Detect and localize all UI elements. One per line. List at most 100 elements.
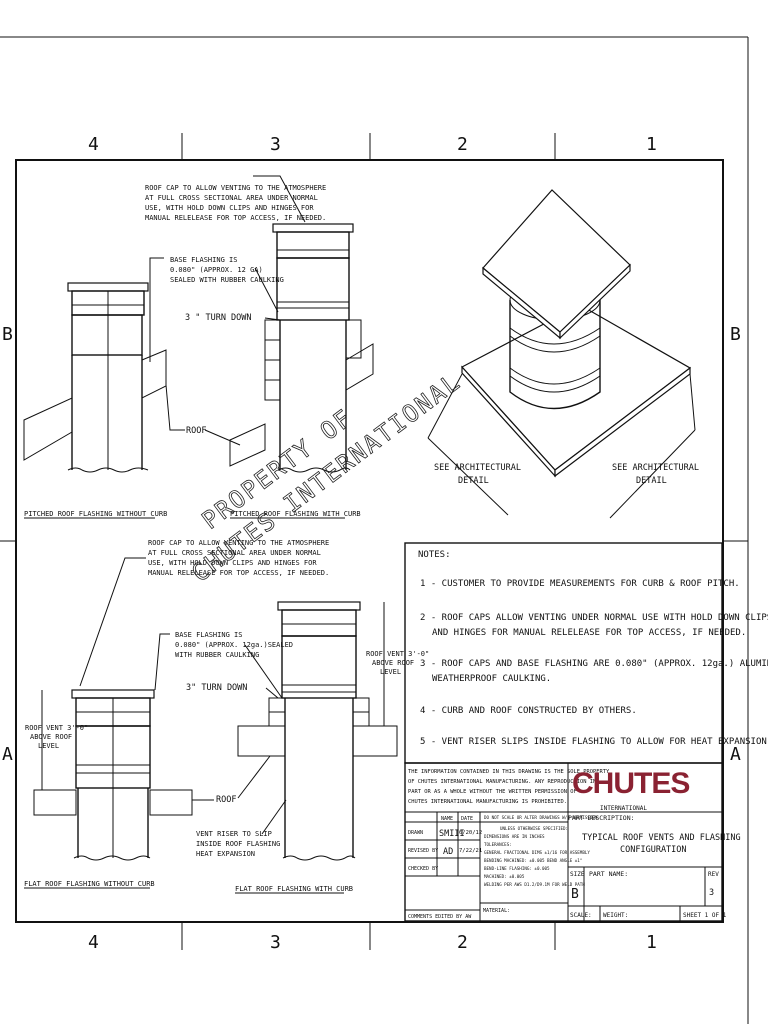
svg-text:ROOF VENT 3'-0": ROOF VENT 3'-0": [366, 650, 429, 658]
zone-col-2-top: 2: [457, 134, 468, 155]
svg-text:ROOF: ROOF: [186, 426, 206, 436]
zone-col-4-bottom: 4: [88, 932, 99, 953]
bottom-base-flashing-note: BASE FLASHING IS 0.080" (APPROX. 12ga.)S…: [154, 631, 293, 699]
bottom-turn-down-note: 3" TURN DOWN: [186, 683, 279, 699]
svg-text:3 " TURN DOWN: 3 " TURN DOWN: [185, 313, 252, 323]
revised-name: AD: [443, 847, 453, 857]
svg-text:CHUTES INTERNATIONAL MANUFACTU: CHUTES INTERNATIONAL MANUFACTURING IS PR…: [408, 799, 567, 805]
svg-text:WELDING PER AWS D1.2/D9.1M FOR: WELDING PER AWS D1.2/D9.1M FOR WELD PATH: [484, 882, 585, 887]
note-4: 4 - CURB AND ROOF CONSTRUCTED BY OTHERS.: [420, 706, 637, 716]
material-label: MATERIAL:: [483, 908, 510, 914]
part-description-line2: CONFIGURATION: [620, 845, 687, 855]
svg-text:BENDING MACHINED: ±0.005 BEND: BENDING MACHINED: ±0.005 BEND ANGLE ±1°: [484, 858, 582, 863]
flat-without-curb-title: FLAT ROOF FLASHING WITHOUT CURB: [24, 880, 155, 888]
pitched-roof-with-curb-detail: PITCHED ROOF FLASHING WITH CURB: [229, 223, 374, 519]
svg-text:TOLERANCES:: TOLERANCES:: [484, 842, 512, 847]
bottom-roof-note: ROOF: [192, 755, 271, 805]
svg-text:0.080" (APPROX. 12 GA): 0.080" (APPROX. 12 GA): [170, 266, 263, 274]
size-value: B: [571, 887, 579, 902]
svg-text:GENERAL FRACTIONAL DIMS ±1/16: GENERAL FRACTIONAL DIMS ±1/16 FOR ASSEMB…: [484, 850, 590, 855]
drawn-label: DRAWN: [408, 830, 423, 836]
svg-text:WITH RUBBER CAULKING: WITH RUBBER CAULKING: [175, 651, 259, 659]
rev-value: 3: [709, 888, 714, 898]
note-1: 1 - CUSTOMER TO PROVIDE MEASUREMENTS FOR…: [420, 579, 740, 589]
col-name-header: NAME: [441, 816, 453, 822]
svg-text:SEALED WITH RUBBER CAULKING: SEALED WITH RUBBER CAULKING: [170, 276, 284, 284]
svg-text:ROOF: ROOF: [216, 795, 236, 805]
svg-text:SEE ARCHITECTURAL: SEE ARCHITECTURAL: [612, 463, 699, 473]
svg-text:3" TURN DOWN: 3" TURN DOWN: [186, 683, 247, 693]
zone-dividers: [0, 133, 748, 950]
top-roof-note: ROOF: [165, 384, 241, 446]
zone-labels: 4 3 2 1 4 3 2 1 B B A A: [2, 134, 741, 953]
col-date-header: DATE: [461, 816, 473, 822]
svg-text:DETAIL: DETAIL: [636, 476, 667, 486]
scale-label: SCALE:: [570, 912, 592, 919]
drawn-name: SMIII: [439, 829, 465, 839]
notes-title: NOTES:: [418, 550, 451, 560]
zone-row-a-left: A: [2, 744, 13, 765]
flat-roof-with-curb-detail: FLAT ROOF FLASHING WITH CURB: [235, 601, 398, 894]
size-label: SIZE: [570, 871, 585, 878]
tolerance-notes: UNLESS OTHERWISE SPECIFIED: DIMENSIONS A…: [484, 826, 590, 887]
top-turn-down-note: 3 " TURN DOWN: [185, 313, 281, 323]
vent-riser-note: VENT RISER TO SLIP INSIDE ROOF FLASHING …: [196, 799, 287, 858]
zone-row-b-right: B: [730, 324, 741, 345]
svg-text:OF CHUTES INTERNATIONAL MANUFA: OF CHUTES INTERNATIONAL MANUFACTURING. A…: [408, 779, 596, 785]
footer-comment: COMMENTS EDITED BY AW: [408, 914, 472, 920]
company-logo: CHUTES INTERNATIONAL: [572, 767, 690, 812]
bottom-roof-cap-note: ROOF CAP TO ALLOW VENTING TO THE ATMOSPH…: [79, 539, 329, 687]
svg-text:BASE FLASHING IS: BASE FLASHING IS: [175, 631, 242, 639]
flat-with-curb-title: FLAT ROOF FLASHING WITH CURB: [235, 885, 353, 893]
zone-col-3-bottom: 3: [270, 932, 281, 953]
svg-text:LEVEL: LEVEL: [380, 668, 401, 676]
pitched-with-curb-title: PITCHED ROOF FLASHING WITH CURB: [230, 510, 361, 518]
svg-text:MANUAL RELELEASE FOR TOP ACCES: MANUAL RELELEASE FOR TOP ACCESS, IF NEED…: [145, 214, 326, 222]
zone-col-1-top: 1: [646, 134, 657, 155]
svg-text:UNLESS OTHERWISE SPECIFIED:: UNLESS OTHERWISE SPECIFIED:: [500, 826, 568, 831]
roof-vent-left-note: ROOF VENT 3'-0" ABOVE ROOF LEVEL: [25, 724, 88, 750]
svg-text:ABOVE ROOF: ABOVE ROOF: [30, 733, 72, 741]
top-roof-cap-note: ROOF CAP TO ALLOW VENTING TO THE ATMOSPH…: [145, 175, 326, 223]
svg-text:THE INFORMATION CONTAINED IN T: THE INFORMATION CONTAINED IN THIS DRAWIN…: [408, 769, 610, 775]
svg-text:AT FULL CROSS SECTIONAL AREA U: AT FULL CROSS SECTIONAL AREA UNDER NORMA…: [148, 549, 321, 557]
svg-text:VENT RISER TO SLIP: VENT RISER TO SLIP: [196, 830, 272, 838]
tolerance-header: DO NOT SCALE OR ALTER DRAWINGS W/O PERMI…: [484, 815, 598, 820]
zone-col-4-top: 4: [88, 134, 99, 155]
zone-row-a-right: A: [730, 744, 741, 765]
zone-col-3-top: 3: [270, 134, 281, 155]
proprietary-statement: THE INFORMATION CONTAINED IN THIS DRAWIN…: [408, 769, 610, 805]
svg-text:BEND-LINE FLASHING: ±0.005: BEND-LINE FLASHING: ±0.005: [484, 866, 550, 871]
flat-roof-without-curb-detail: FLAT ROOF FLASHING WITHOUT CURB: [24, 689, 193, 889]
svg-text:USE, WITH HOLD DOWN CLIPS AND: USE, WITH HOLD DOWN CLIPS AND HINGES FOR: [145, 204, 314, 212]
part-description-label: PART DESCRIPTION:: [568, 814, 635, 822]
part-description-line1: TYPICAL ROOF VENTS AND FLASHING: [582, 833, 741, 843]
revised-label: REVISED BY: [408, 848, 438, 854]
drawn-date: 6/20/12: [459, 830, 482, 836]
part-name-label: PART NAME:: [589, 870, 628, 878]
svg-text:0.080" (APPROX. 12ga.)SEALED: 0.080" (APPROX. 12ga.)SEALED: [175, 641, 293, 649]
note-3: 3 - ROOF CAPS AND BASE FLASHING ARE 0.08…: [420, 659, 768, 669]
note-5: 5 - VENT RISER SLIPS INSIDE FLASHING TO …: [420, 737, 768, 747]
svg-text:INSIDE ROOF FLASHING: INSIDE ROOF FLASHING: [196, 840, 280, 848]
revised-date: 7/22/21: [459, 848, 482, 854]
see-architectural-note-right: SEE ARCHITECTURAL DETAIL: [612, 463, 699, 486]
svg-text:ABOVE ROOF: ABOVE ROOF: [372, 659, 414, 667]
sheet-number: SHEET 1 OF 1: [683, 912, 727, 919]
title-block: THE INFORMATION CONTAINED IN THIS DRAWIN…: [404, 762, 741, 922]
svg-text:AT FULL CROSS SECTIONAL AREA U: AT FULL CROSS SECTIONAL AREA UNDER NORMA…: [145, 194, 318, 202]
svg-text:DIMENSIONS ARE IN INCHES: DIMENSIONS ARE IN INCHES: [484, 834, 545, 839]
note-2: 2 - ROOF CAPS ALLOW VENTING UNDER NORMAL…: [420, 613, 768, 623]
top-base-flashing-note: BASE FLASHING IS 0.080" (APPROX. 12 GA) …: [149, 256, 284, 362]
svg-text:ROOF CAP TO ALLOW VENTING TO T: ROOF CAP TO ALLOW VENTING TO THE ATMOSPH…: [145, 184, 326, 192]
svg-text:SEE ARCHITECTURAL: SEE ARCHITECTURAL: [434, 463, 521, 473]
pitched-without-curb-title: PITCHED ROOF FLASHING WITHOUT CURB: [24, 510, 167, 518]
svg-text:LEVEL: LEVEL: [38, 742, 59, 750]
pitched-roof-without-curb-detail: PITCHED ROOF FLASHING WITHOUT CURB: [23, 282, 167, 519]
zone-col-2-bottom: 2: [457, 932, 468, 953]
svg-text:PART OR AS A WHOLE WITHOUT THE: PART OR AS A WHOLE WITHOUT THE WRITTEN P…: [408, 789, 577, 795]
note-3-cont: WEATHERPROOF CAULKING.: [432, 674, 551, 684]
svg-text:MACHINED: ±0.005: MACHINED: ±0.005: [484, 874, 525, 879]
checked-label: CHECKED BY: [408, 866, 438, 872]
